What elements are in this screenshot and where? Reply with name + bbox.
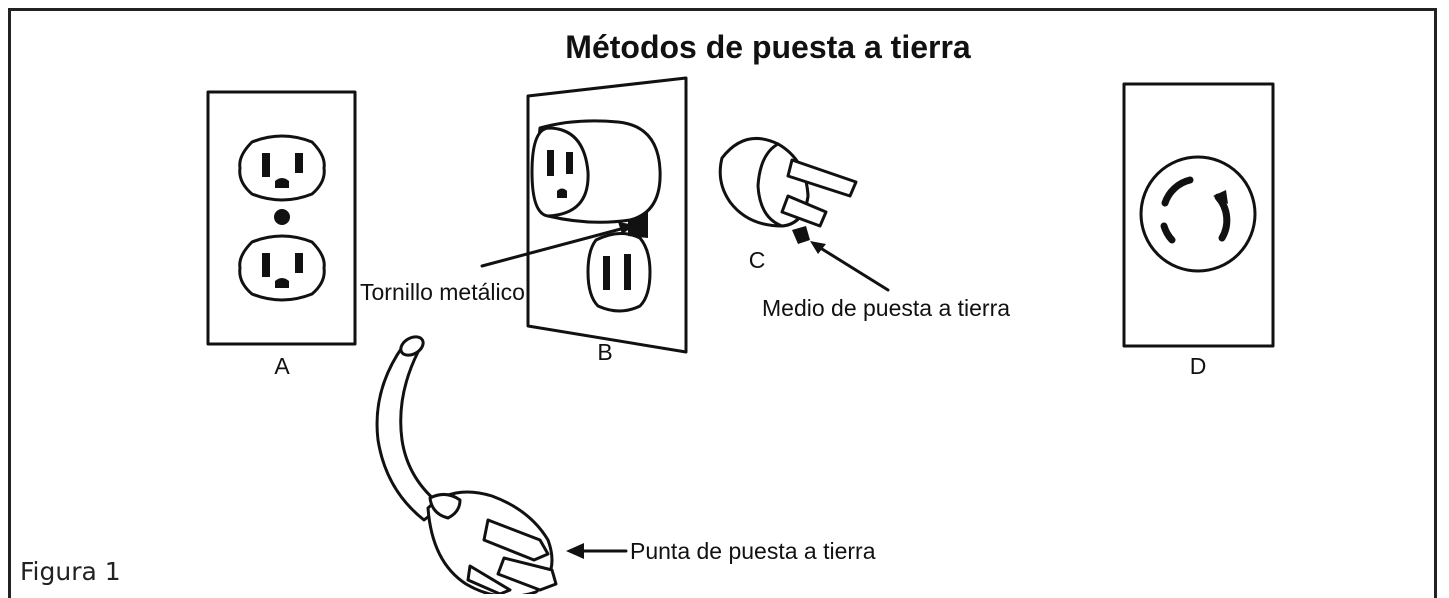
receptacle-d — [1122, 82, 1275, 348]
receptacle-a — [206, 90, 357, 346]
ground-pin-callout-arrowhead — [566, 543, 584, 559]
adapter-b — [526, 76, 688, 354]
screw-callout-line — [480, 224, 634, 268]
ground-means-callout-arrowhead — [810, 241, 826, 254]
outlet-a-upper — [238, 134, 326, 202]
cord-plug — [375, 335, 558, 594]
label-a: A — [274, 353, 290, 379]
twist-slot-2 — [1160, 222, 1176, 244]
ground-means-callout-line — [812, 242, 890, 292]
plug-blade-top — [482, 518, 550, 562]
label-c: C — [749, 247, 766, 273]
plug-ground-pin — [496, 556, 558, 592]
adapter-face — [530, 126, 590, 218]
plug-blade-bottom — [466, 564, 512, 594]
screw-callout-label: Tornillo metálico — [360, 279, 525, 305]
diagram-title: Métodos de puesta a tierra — [565, 29, 971, 65]
plug-c-blade-top — [786, 158, 858, 198]
figure-frame — [8, 8, 1437, 598]
cord-end — [399, 335, 425, 357]
figure-label: Figura 1 — [20, 557, 121, 586]
plug-c-ground-means — [792, 226, 810, 244]
plug-c — [718, 136, 858, 244]
center-screw-a — [274, 209, 290, 225]
label-d: D — [1190, 353, 1207, 379]
screw-callout-arrowhead — [618, 222, 636, 234]
ground-means-callout-label: Medio de puesta a tierra — [762, 295, 1010, 321]
cord — [375, 344, 444, 522]
label-b: B — [597, 339, 612, 365]
ground-pin-callout-label: Punta de puesta a tierra — [630, 538, 876, 564]
twist-slot-3 — [1214, 193, 1231, 242]
twist-lock-face — [1139, 155, 1257, 273]
plug-strain-relief — [428, 493, 462, 520]
outlet-b-lower — [586, 232, 652, 313]
plug-c-blade-bottom — [780, 194, 828, 228]
outlet-a-lower — [238, 234, 326, 302]
twist-slot-1 — [1161, 176, 1194, 207]
